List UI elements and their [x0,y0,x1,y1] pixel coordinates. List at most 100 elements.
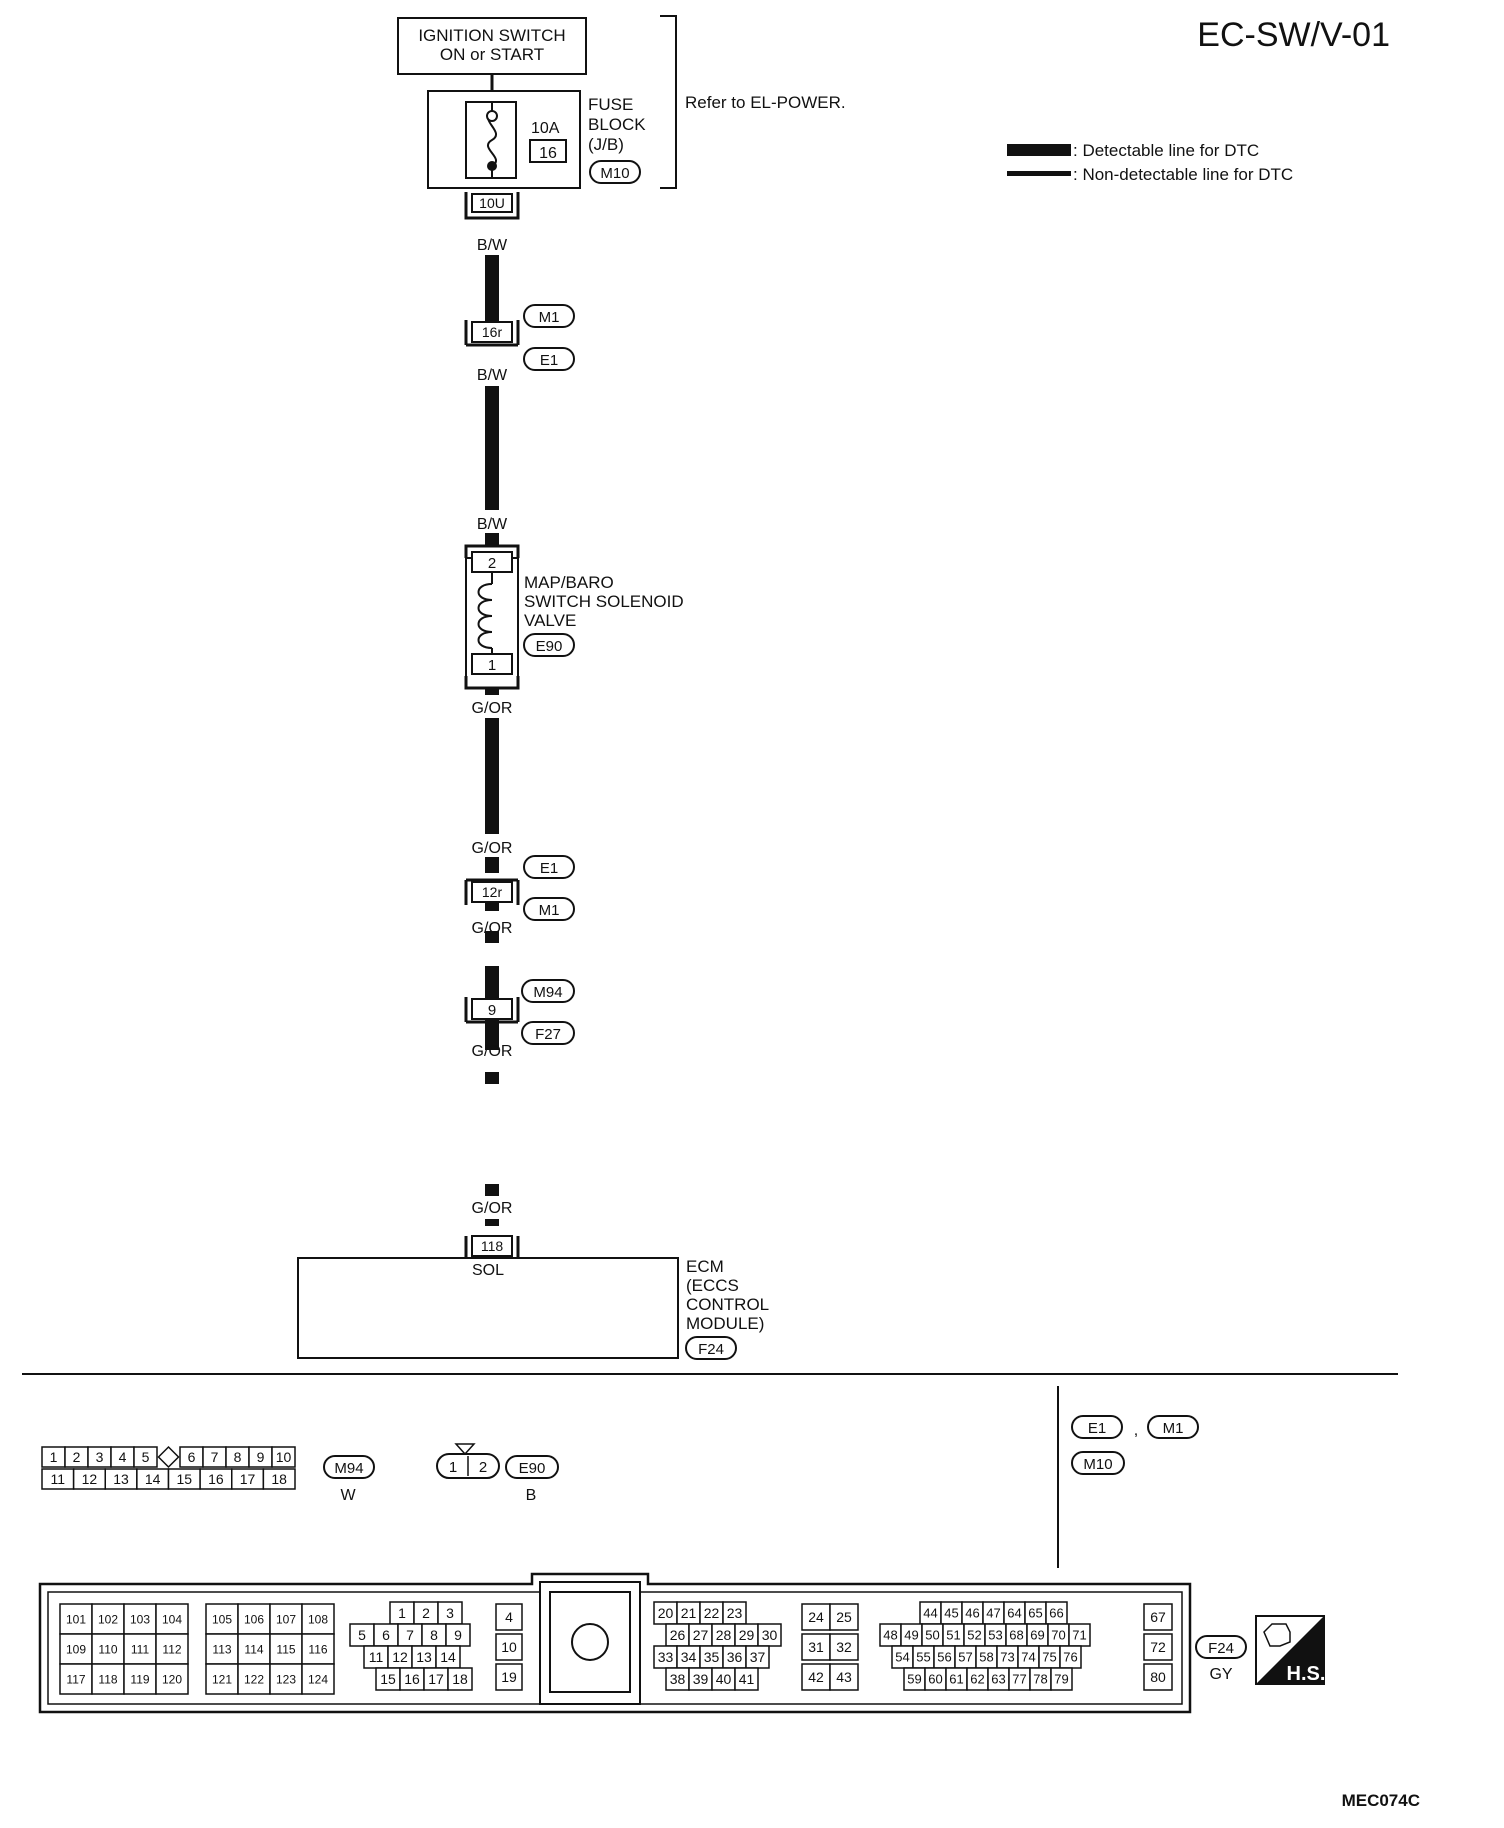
connector-pin [269,1663,303,1695]
connector-pin-label: 64 [1007,1606,1021,1621]
connector-pin-label: 62 [970,1672,984,1687]
connector-pin [301,1663,335,1695]
connector-pin-label: 10 [276,1449,292,1465]
connector-pin-label: 9 [257,1449,265,1465]
connector-pin-label: 71 [1072,1628,1086,1643]
connector-pin-label: 78 [1033,1672,1047,1687]
connector-f24-housing [38,1572,1192,1714]
connector-pin-label: 124 [308,1672,328,1686]
connector-pin-label: 23 [727,1605,743,1621]
non-detectable-line-swatch [1007,171,1071,176]
ecm-label-1: ECM [686,1257,724,1276]
connector-pin-label: 101 [66,1612,86,1626]
connector-pin [495,1633,523,1661]
connector-pin [801,1663,831,1691]
joint-9-bottom-connector: F27 [535,1026,561,1043]
connector-pin-label: 7 [211,1449,219,1465]
connector-pin-label: 66 [1049,1606,1063,1621]
fuse-number: 16 [539,145,557,162]
connector-pin-label: 31 [808,1639,824,1655]
connector-pin-label: 73 [1000,1650,1014,1665]
connector-pin-label: 116 [308,1642,327,1656]
connector-pin-label: 15 [177,1471,193,1487]
connector-pin-label: 41 [739,1671,755,1687]
ecm-label-3: CONTROL [686,1295,769,1314]
ignition-label-2: ON or START [440,45,544,64]
connector-pin-label: 22 [704,1605,720,1621]
connector-pin-label: 77 [1012,1672,1026,1687]
wire-color-gor-2: G/OR [472,840,513,857]
connector-pin-label: 38 [670,1671,686,1687]
connector-pin [133,1446,158,1468]
fuse-block-connector: M10 [600,165,629,182]
connector-pin-label: 11 [51,1471,66,1487]
connector-pin-label: 111 [131,1642,150,1656]
connector-pin [123,1663,157,1695]
hand-icon [1263,1623,1291,1647]
wire-color-bw-3: B/W [477,516,508,533]
connector-pin-label: 3 [96,1449,104,1465]
joint-16r-top-connector: M1 [539,309,560,326]
connector-lock-icon [454,1443,476,1456]
connector-pin-label: 60 [928,1672,942,1687]
wire-color-gor-4: G/OR [472,1043,513,1060]
connector-pin [829,1663,859,1691]
connector-pin-label: 18 [271,1471,287,1487]
connector-e90-pin-1: 1 [449,1459,457,1476]
connector-pin-label: 30 [762,1627,778,1643]
joint-12r-bottom-connector: M1 [539,902,560,919]
connector-pin-label: 28 [716,1627,732,1643]
connector-pin-label: 12 [392,1649,408,1665]
wire-color-gor-5: G/OR [472,1200,513,1217]
connector-pin [155,1633,189,1665]
connector-pin-label: 59 [907,1672,921,1687]
connector-pin-label: 15 [380,1671,396,1687]
connector-pin-label: 5 [142,1449,150,1465]
connector-pin-label: 120 [162,1672,182,1686]
connector-pin [59,1633,93,1665]
connector-pin-label: 19 [501,1669,517,1685]
fuse-rating: 10A [531,120,560,137]
connector-pin-label: 106 [244,1612,264,1626]
ref-connector-e1: E1 [1088,1420,1106,1437]
connector-pin [734,1667,759,1691]
connector-pin-label: 79 [1054,1672,1068,1687]
ref-connector-sep: , [1134,1422,1138,1439]
solenoid-terminal-1: 1 [488,657,496,674]
refer-note: Refer to EL-POWER. [685,93,846,112]
connector-pin-label: 115 [276,1642,295,1656]
connector-pin [829,1603,859,1631]
connector-pin-label: 108 [308,1612,328,1626]
connector-pin-label: 20 [658,1605,674,1621]
connector-pin-label: 48 [883,1628,897,1643]
connector-pin [447,1667,473,1691]
connector-m94-color: W [340,1487,356,1504]
connector-pin [495,1603,523,1631]
connector-pin-label: 121 [212,1672,232,1686]
connector-pin-label: 10 [501,1639,517,1655]
detectable-line-swatch [1007,144,1071,156]
connector-pin-label: 16 [208,1471,224,1487]
solenoid-valve: 2 1 MAP/BARO SWITCH SOLENOID VALVE E90 [464,544,684,690]
connector-pin-label: 33 [658,1649,674,1665]
connector-pin [269,1603,303,1635]
ignition-switch: IGNITION SWITCH ON or START [397,17,587,75]
fuse-block: 10A 16 FUSE BLOCK (J/B) M10 [427,90,646,189]
connector-pin-label: 102 [98,1612,118,1626]
connector-pin-label: 26 [670,1627,686,1643]
joint-9-top-connector: M94 [533,984,562,1001]
connector-pin [801,1603,831,1631]
connector-pin-label: 49 [904,1628,918,1643]
connector-pin-label: 76 [1063,1650,1077,1665]
connector-pin-label: 45 [944,1606,958,1621]
fuse-icon [486,102,498,178]
joint-connector-9: 9 M94 F27 [464,979,575,1045]
connector-pin-label: 104 [162,1612,182,1626]
connector-pin [829,1633,859,1661]
joint-connector-12r: 12r E1 M1 [464,855,575,921]
connector-pin-label: 47 [986,1606,1000,1621]
connector-pin-label: 16 [404,1671,420,1687]
connector-pin-label: 117 [66,1672,85,1686]
connector-f24-id: F24 [1208,1640,1234,1657]
connector-pin-label: 63 [991,1672,1005,1687]
